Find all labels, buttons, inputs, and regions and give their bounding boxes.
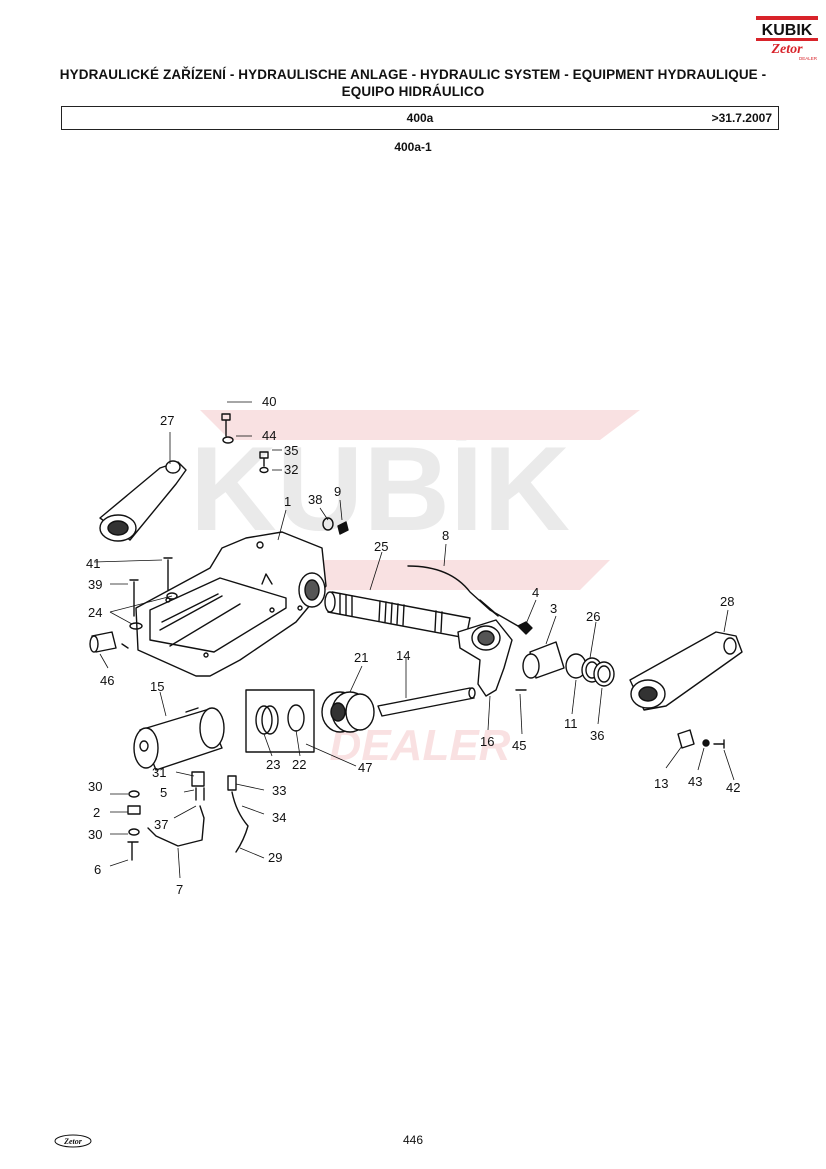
callout: 26 <box>586 609 600 624</box>
page-number: 446 <box>402 1133 424 1147</box>
callout: 11 <box>564 716 578 731</box>
callout: 46 <box>100 673 114 688</box>
plate <box>677 729 695 749</box>
plug <box>89 631 129 653</box>
callout: 3 <box>550 601 557 616</box>
logo-dealer-text: DEALER <box>799 56 818 61</box>
seal-rings <box>565 653 615 687</box>
callout: 47 <box>358 760 372 775</box>
callout: 42 <box>726 780 740 795</box>
section-code: 400a <box>406 111 434 125</box>
callout: 37 <box>154 817 168 832</box>
lift-housing <box>135 531 327 677</box>
callout: 33 <box>272 783 286 798</box>
callout: 1 <box>284 494 291 509</box>
callout: 6 <box>94 862 101 877</box>
callout: 25 <box>374 539 388 554</box>
callout: 31 <box>152 765 166 780</box>
callout: 38 <box>308 492 322 507</box>
hydraulic-cylinder <box>133 707 225 771</box>
callout: 43 <box>688 774 702 789</box>
washer-43 <box>702 739 710 747</box>
callout: 5 <box>160 785 167 800</box>
lift-arm-left <box>99 460 187 542</box>
callout: 35 <box>284 443 298 458</box>
callout: 29 <box>268 850 282 865</box>
callout: 15 <box>150 679 164 694</box>
cylinder-seals <box>255 704 305 735</box>
footer-zetor-logo: Zetor <box>54 1134 92 1148</box>
piston-rod <box>377 687 476 717</box>
callout: 2 <box>93 805 100 820</box>
callout: 28 <box>720 594 734 609</box>
bolt-42 <box>713 739 725 749</box>
section-validity: >31.7.2007 <box>711 111 772 125</box>
callout: 36 <box>590 728 604 743</box>
callout: 40 <box>262 394 276 409</box>
seal-kit-box <box>245 689 315 753</box>
callout: 4 <box>532 585 539 600</box>
leader-lines <box>93 401 735 879</box>
callout: 7 <box>176 882 183 897</box>
callout: 30 <box>88 779 102 794</box>
callout: 41 <box>86 556 100 571</box>
callout: 39 <box>88 577 102 592</box>
kubik-zetor-logo: KUBIK Zetor DEALER <box>756 16 818 61</box>
callout: 34 <box>272 810 286 825</box>
cross-shaft <box>324 591 471 639</box>
callout: 30 <box>88 827 102 842</box>
logo-kubik-text: KUBIK <box>762 22 813 39</box>
callout: 44 <box>262 428 276 443</box>
page-title: HYDRAULICKÉ ZAŘÍZENÍ - HYDRAULISCHE ANLA… <box>40 66 786 100</box>
callout: 45 <box>512 738 526 753</box>
callout: 13 <box>654 776 668 791</box>
watermark-main: KUBÍK <box>190 422 570 556</box>
callout: 23 <box>266 757 280 772</box>
callout: 22 <box>292 757 306 772</box>
callout: 32 <box>284 462 298 477</box>
callout: 16 <box>480 734 494 749</box>
title-line-1: HYDRAULICKÉ ZAŘÍZENÍ - HYDRAULISCHE ANLA… <box>59 67 767 82</box>
bushing <box>522 641 565 679</box>
section-header-box: 400a >31.7.2007 <box>61 106 779 130</box>
bolts-and-washers <box>129 413 349 630</box>
callout: 27 <box>160 413 174 428</box>
control-cable <box>407 565 519 627</box>
callout: 24 <box>88 605 102 620</box>
callout-labels: 1 2 3 4 5 6 7 8 9 11 13 14 15 16 21 22 2… <box>86 394 740 897</box>
internal-lever <box>457 619 513 697</box>
watermark: KUBÍK DEALER <box>190 410 640 770</box>
lift-arm-right <box>629 631 743 711</box>
logo-zetor-text: Zetor <box>770 42 803 57</box>
callout: 14 <box>396 648 410 663</box>
callout: 9 <box>334 484 341 499</box>
hydraulic-piping <box>127 771 249 861</box>
subsection-code: 400a-1 <box>394 140 432 154</box>
title-line-2: EQUIPO HIDRÁULICO <box>341 84 485 99</box>
nut <box>517 621 533 635</box>
callout: 21 <box>354 650 368 665</box>
piston <box>321 691 375 733</box>
footer-logo-text: Zetor <box>63 1137 83 1146</box>
callout: 8 <box>442 528 449 543</box>
